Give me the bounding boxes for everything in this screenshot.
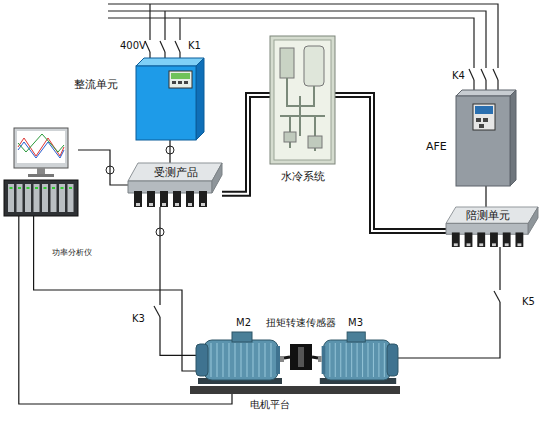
wire-connector — [312, 357, 318, 358]
switch-label: K1 — [188, 40, 201, 52]
switch-blade — [154, 306, 160, 317]
current-sensor — [166, 146, 174, 154]
switch-blade — [145, 41, 180, 52]
power-analyzer — [4, 128, 78, 216]
torque-sensor — [290, 344, 312, 370]
node-label: M2 — [236, 316, 251, 329]
wire-connector — [34, 216, 196, 371]
pipe-gap — [335, 95, 446, 231]
wire-connector — [398, 247, 500, 358]
switch-blade — [494, 291, 500, 302]
connector-line — [169, 140, 170, 163]
motor: M3 — [318, 332, 398, 384]
node-label: AFE — [426, 140, 447, 153]
motor-platform — [190, 386, 400, 394]
node-label: 整流单元 — [74, 78, 118, 91]
connector-line — [78, 150, 128, 185]
current-sensor — [106, 166, 114, 174]
motor-illustration — [196, 332, 284, 384]
wire-connector — [284, 357, 290, 358]
switch-label: K5 — [522, 296, 535, 308]
wire-connector — [160, 207, 196, 355]
coolant-pipe — [222, 95, 270, 194]
cooling-cabinet — [270, 36, 335, 164]
analyzer-station: 功率分析仪 — [4, 128, 78, 216]
motor: M2 — [196, 332, 284, 384]
node-label: 电机平台 — [250, 398, 290, 411]
rectifier-cabinet — [136, 58, 204, 140]
load-unit: 陪测单元 — [446, 207, 538, 247]
current-sensor — [156, 228, 164, 236]
device-under-test: 受测产品 — [128, 163, 222, 207]
wire-connector — [170, 140, 171, 163]
node-label: 扭矩转速传感器 — [266, 316, 336, 329]
cooling-system: 水冷系统 — [270, 36, 335, 164]
connector-line — [222, 95, 270, 194]
node-label: 功率分析仪 — [52, 246, 92, 259]
connector-line — [19, 216, 232, 404]
afe-unit: AFE — [456, 90, 516, 186]
node-label: 受测产品 — [154, 166, 198, 179]
wire-connector — [486, 186, 487, 207]
switch-label: K3 — [132, 313, 145, 325]
torque-speed-sensor: 扭矩转速传感器 — [290, 344, 312, 370]
connector-line — [34, 216, 196, 371]
switch-label: K4 — [452, 70, 465, 82]
motor-illustration — [318, 332, 398, 384]
voltage-label: 400V — [120, 40, 146, 52]
node-label: M3 — [348, 316, 363, 329]
wire-connector — [19, 216, 232, 404]
node-label: 陪测单元 — [466, 209, 510, 222]
connector-line — [398, 247, 500, 358]
connector-line — [160, 207, 196, 355]
connector-line — [312, 357, 318, 358]
rectifier-unit: 整流单元 — [136, 58, 204, 140]
connector-line — [284, 357, 290, 358]
wire-connector — [78, 150, 128, 185]
pipe-gap — [222, 95, 270, 194]
motor-platform: 电机平台 — [190, 386, 400, 394]
afe-cabinet — [456, 90, 516, 186]
connector-line — [485, 186, 486, 207]
connector-line — [335, 95, 446, 231]
switch-gap — [157, 305, 163, 317]
coolant-pipe — [335, 95, 446, 231]
switch-gap — [497, 290, 503, 302]
node-label: 水冷系统 — [281, 170, 325, 183]
switch-blade — [469, 69, 498, 80]
